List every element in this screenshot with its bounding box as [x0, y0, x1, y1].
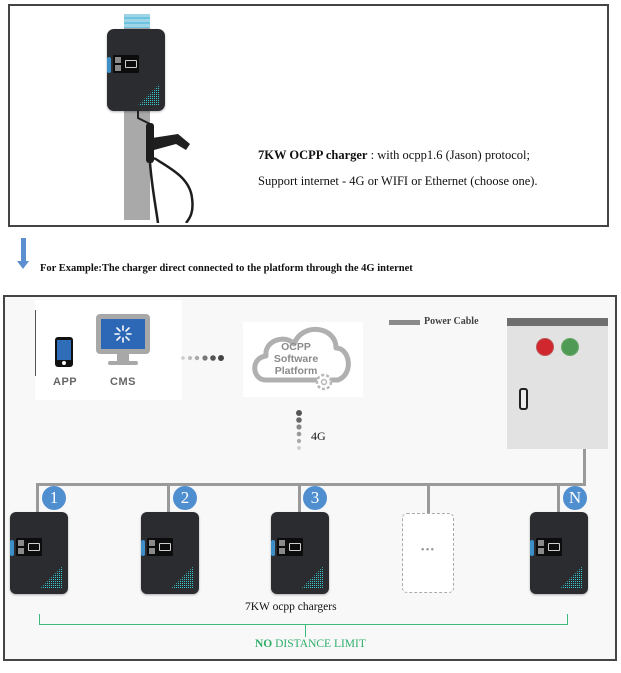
charger-badge-2: 2 [173, 486, 197, 510]
power-cable-main [36, 483, 586, 486]
pole-cap-stripes [124, 14, 150, 28]
cloud-icon [252, 326, 351, 391]
product-connectivity: Support internet - 4G or WIFI or Etherne… [258, 174, 538, 188]
charger-screen [113, 55, 139, 73]
green-indicator-light [562, 339, 578, 355]
monitor-stand [117, 354, 129, 362]
cloud-label-line: OCPP [281, 341, 311, 353]
product-protocol: : with ocpp1.6 (Jason) protocol; [367, 148, 530, 162]
charger-badge-n: N [563, 486, 587, 510]
data-link-dots [181, 355, 224, 361]
status-light-strip [107, 57, 111, 73]
charger-badge-3: 3 [303, 486, 327, 510]
red-indicator-light [537, 339, 553, 355]
power-cable-vertical [583, 449, 586, 486]
product-title: 7KW OCPP charger [258, 148, 368, 162]
4g-label: 4G [311, 429, 326, 443]
app-label: APP [53, 376, 78, 388]
distance-bracket-stem [305, 625, 306, 637]
power-cable-drop-more [427, 483, 430, 515]
distance-limit-no: NO [255, 638, 273, 650]
down-arrow-head-icon [17, 261, 29, 269]
more-chargers-ellipsis: ••• [420, 544, 436, 556]
phone-icon [55, 337, 73, 367]
cabinet-handle [519, 388, 528, 410]
power-cable-drop-2 [167, 483, 170, 515]
4g-link-dots [296, 410, 302, 450]
power-cable-drop-n [557, 483, 560, 515]
product-charger-image [107, 29, 165, 111]
distance-limit-label: NO DISTANCE LIMIT [255, 638, 366, 650]
power-cable-legend-label: Power Cable [424, 316, 479, 327]
distance-bracket [39, 614, 568, 625]
down-arrow-icon [21, 238, 26, 262]
charger-1 [10, 512, 68, 594]
cloud-label-line: Software [273, 353, 319, 365]
power-cable-legend-swatch [389, 320, 420, 325]
charger-badge-1: 1 [42, 486, 66, 510]
cloud-label-line: Platform [274, 365, 318, 377]
charging-gun-and-cable [137, 110, 194, 223]
led-grid [138, 83, 160, 105]
product-description: 7KW OCPP charger : with ocpp1.6 (Jason) … [258, 142, 596, 194]
charger-2 [141, 512, 199, 594]
charger-3 [271, 512, 329, 594]
cloud-label: OCPP Software Platform [266, 341, 326, 377]
power-cable-drop-3 [298, 483, 301, 515]
cms-label: CMS [110, 376, 136, 388]
monitor-base [108, 361, 138, 365]
power-cable-drop-1 [36, 483, 39, 515]
chargers-caption: 7KW ocpp chargers [245, 601, 337, 613]
distribution-cabinet [507, 318, 608, 449]
charger-placeholder: ••• [402, 513, 454, 593]
panel-divider [35, 310, 36, 376]
example-caption: For Example:The charger direct connected… [40, 263, 413, 274]
distance-limit-text: DISTANCE LIMIT [272, 638, 366, 650]
charger-n [530, 512, 588, 594]
monitor-icon [96, 314, 150, 354]
